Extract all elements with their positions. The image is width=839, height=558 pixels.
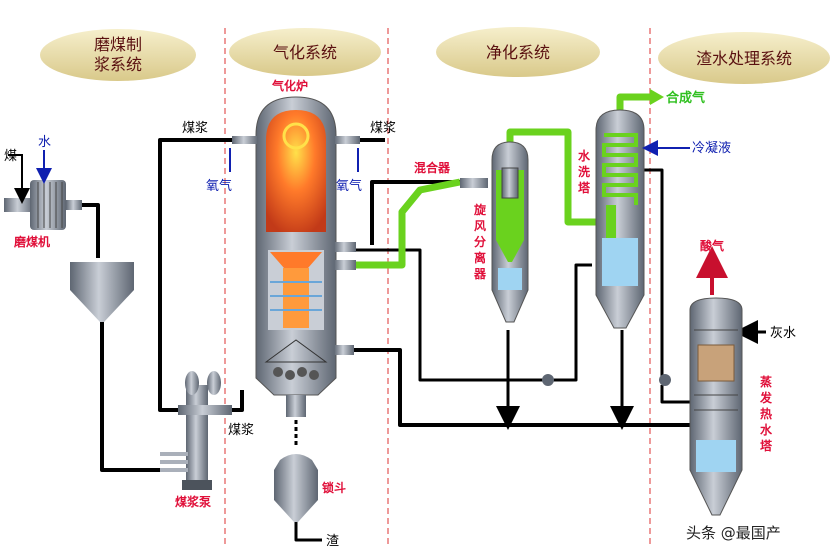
syngas-arrow-head — [650, 89, 664, 105]
scrubber-tower — [595, 109, 645, 329]
header-oval-grinding — [40, 29, 196, 81]
coal-label: 煤 — [4, 149, 17, 164]
gasifier-label: 气化炉 — [271, 78, 308, 93]
coal-feed-line — [8, 154, 30, 204]
quench-grid — [264, 339, 328, 363]
header-slag-water: 渣水处理系统 — [696, 49, 792, 68]
watermark: 头条 @最国产 — [686, 524, 781, 542]
mixer-label: 混合器 — [414, 160, 451, 175]
evaporator-label-3: 热 — [760, 406, 772, 421]
condensate-label: 冷凝液 — [692, 140, 731, 156]
evaporator-tower — [689, 297, 743, 516]
scrubber-label-3: 塔 — [578, 180, 591, 195]
section-headers: 磨煤制 浆系统 气化系统 净化系统 渣水处理系统 — [40, 27, 830, 84]
lock-hopper — [274, 454, 318, 522]
pump-icon — [542, 374, 554, 386]
scrubber-label-1: 水 — [578, 148, 591, 163]
evaporator-label-5: 塔 — [760, 438, 773, 453]
section-dividers — [224, 28, 651, 545]
slurry-tank — [70, 262, 134, 322]
syngas-label: 合成气 — [666, 90, 705, 106]
scrubber-label-2: 洗 — [578, 164, 590, 179]
coal-mill-label: 磨煤机 — [13, 234, 50, 249]
header-grinding-line2: 浆系统 — [94, 55, 142, 74]
slurry-pump-label: 煤浆泵 — [175, 494, 211, 509]
oxygen-left-label: 氧气 — [206, 178, 232, 194]
evaporator-label-4: 水 — [760, 422, 773, 437]
cyclone-label-2: 风 — [474, 219, 486, 233]
header-grinding-line1: 磨煤制 — [94, 35, 142, 54]
cyclone-label-5: 器 — [473, 267, 487, 281]
header-oval-gasification — [229, 28, 381, 76]
evaporator-label-2: 发 — [759, 390, 773, 405]
labels: 气化炉 煤浆 煤浆 煤 水 氧气 氧气 磨煤机 煤浆 煤浆泵 锁斗 渣 混合器 … — [4, 78, 796, 549]
coal-slurry-left-label: 煤浆 — [182, 121, 208, 136]
header-oval-purification — [436, 27, 600, 77]
slag-label: 渣 — [326, 534, 339, 549]
lock-hopper-label: 锁斗 — [322, 480, 346, 495]
pump-icon-2 — [659, 374, 671, 386]
coal-slurry-bottom-label: 煤浆 — [228, 423, 254, 438]
slurry-pump — [160, 371, 232, 490]
coal-slurry-right-label: 煤浆 — [370, 121, 396, 136]
burner-icon — [282, 122, 310, 150]
coal-mill — [4, 180, 82, 230]
green-pipes — [356, 93, 650, 269]
gasifier — [232, 96, 360, 417]
cyclone-label-3: 分 — [474, 234, 486, 249]
cyclone-label-4: 离 — [474, 250, 486, 265]
combustion-chamber — [266, 110, 326, 232]
mixer — [460, 178, 488, 188]
header-purification: 净化系统 — [486, 43, 550, 62]
header-oval-slag-water — [658, 32, 830, 84]
evaporator-label-1: 蒸 — [760, 374, 772, 389]
oxygen-right-label: 氧气 — [336, 178, 362, 194]
water-label: 水 — [38, 135, 51, 150]
header-gasification: 气化系统 — [273, 43, 337, 62]
cyclone-label-1: 旋 — [473, 202, 487, 217]
cyclone-separator — [491, 141, 529, 323]
grey-water-label: 灰水 — [770, 326, 796, 341]
acid-gas-label: 酸气 — [700, 238, 724, 253]
